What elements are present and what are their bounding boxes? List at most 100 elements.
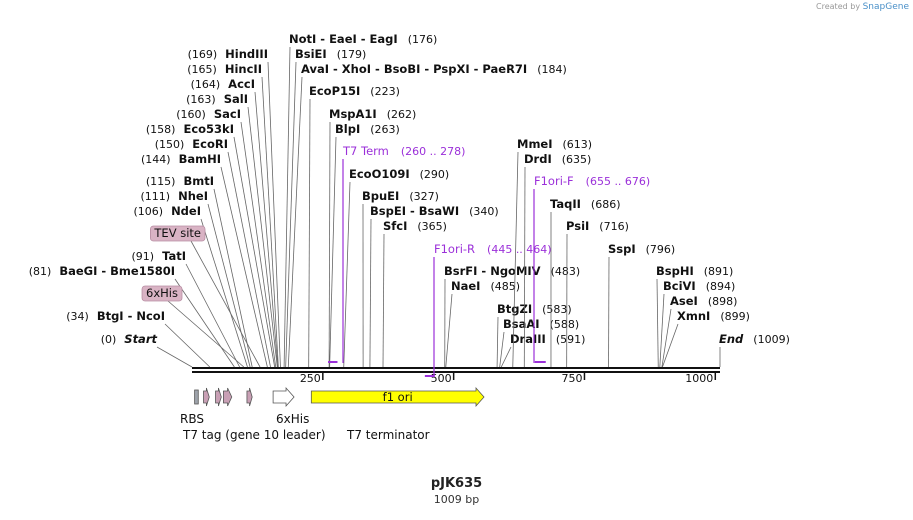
site-position-ndeI: (106) <box>133 205 163 218</box>
feature-his_a <box>216 388 222 406</box>
site-position-bciVI: (894) <box>706 280 736 293</box>
site-label-mmeI: MmeI <box>517 137 553 151</box>
site-position-baeGI: (81) <box>29 265 52 278</box>
site-label-xmnI: XmnI <box>677 309 710 323</box>
site-position-mmeI: (613) <box>563 138 593 151</box>
site-position-bsrFI: (483) <box>551 265 581 278</box>
site-label-eco53kI: Eco53kI <box>183 122 234 136</box>
site-position-avaI: (184) <box>537 63 567 76</box>
site-position-nheI: (111) <box>141 190 171 203</box>
backbone-bottom <box>192 371 720 373</box>
site-label-notI: NotI - EaeI - EagI <box>289 32 398 46</box>
site-label-bspEI: BspEI - BsaWI <box>370 204 459 218</box>
site-position-bsaAI: (588) <box>550 318 580 331</box>
primer-label-f1oriF: F1ori-F <box>534 174 574 188</box>
site-position-drdI: (635) <box>562 153 592 166</box>
site-position-start: (0) <box>101 333 117 346</box>
ruler-label: 750 <box>561 372 582 385</box>
leader-line <box>657 279 658 367</box>
site-label-taqII: TaqII <box>550 197 581 211</box>
site-label-bamHI: BamHI <box>179 152 221 166</box>
site-label-hincII: HincII <box>225 62 262 76</box>
site-position-ecoP15I: (223) <box>370 85 400 98</box>
site-label-naeI: NaeI <box>451 279 480 293</box>
site-label-bsiEI: BsiEI <box>295 47 327 61</box>
leader-line <box>497 317 498 367</box>
site-label-psiI: PsiI <box>566 219 589 233</box>
snapgene-logo: SnapGene <box>863 2 909 12</box>
leader-line <box>221 167 267 367</box>
feature-rbs <box>195 390 199 404</box>
backbone-top <box>192 367 720 369</box>
site-label-ecoRI: EcoRI <box>192 137 228 151</box>
site-position-naeI: (485) <box>490 280 520 293</box>
site-position-notI: (176) <box>408 33 438 46</box>
site-label-sspI: SspI <box>608 242 636 256</box>
ruler-label: 1000 <box>685 372 713 385</box>
site-position-ecoRI: (150) <box>155 138 185 151</box>
leader-line <box>383 234 384 367</box>
site-position-hindIII: (169) <box>188 48 218 61</box>
leader-line <box>168 301 244 367</box>
site-position-sspI: (796) <box>646 243 676 256</box>
site-position-end: (1009) <box>753 333 790 346</box>
feature-t7term_f <box>273 388 294 406</box>
plasmid-length: 1009 bp <box>0 493 913 506</box>
site-label-ndeI: NdeI <box>171 204 201 218</box>
site-label-aseI: AseI <box>670 294 698 308</box>
site-label-drdI: DrdI <box>524 152 552 166</box>
site-position-xmnI: (899) <box>720 310 750 323</box>
site-position-bspHI: (891) <box>704 265 734 278</box>
site-label-sfcI: SfcI <box>383 219 407 233</box>
site-label-bpuEI: BpuEI <box>362 189 399 203</box>
site-position-mspA1I: (262) <box>387 108 417 121</box>
feature-tag-label-his_top: 6xHis <box>146 286 178 300</box>
site-label-bciVI: BciVI <box>663 279 696 293</box>
plasmid-name: pJK635 <box>0 476 913 491</box>
site-label-tatI: TatI <box>162 249 186 263</box>
site-label-draIII: DraIII <box>510 332 546 346</box>
site-label-ecoO109I: EcoO109I <box>349 167 410 181</box>
leader-line <box>501 347 511 367</box>
leader-line <box>500 332 504 367</box>
site-label-btgI: BtgI - NcoI <box>97 309 165 323</box>
leader-line <box>157 347 192 367</box>
site-position-accI: (164) <box>191 78 221 91</box>
feature-t7tag <box>204 388 210 406</box>
site-label-bmtI: BmtI <box>183 174 214 188</box>
primer-label-f1oriR: F1ori-R <box>434 242 475 256</box>
site-position-btgZI: (583) <box>542 303 572 316</box>
leader-line <box>175 279 234 367</box>
site-position-taqII: (686) <box>591 198 621 211</box>
site-position-aseI: (898) <box>708 295 738 308</box>
site-position-tatI: (91) <box>132 250 155 263</box>
site-position-psiI: (716) <box>599 220 629 233</box>
leader-line <box>329 122 330 367</box>
leader-line <box>662 309 671 367</box>
site-position-ecoO109I: (290) <box>420 168 450 181</box>
site-label-end: End <box>719 332 744 346</box>
site-position-sacI: (160) <box>176 108 206 121</box>
site-position-btgI: (34) <box>66 310 89 323</box>
site-label-hindIII: HindIII <box>225 47 268 61</box>
site-position-draIII: (591) <box>556 333 586 346</box>
primer-range-f1oriR: (445 .. 464) <box>487 243 552 256</box>
site-position-bpuEI: (327) <box>409 190 439 203</box>
leader-line <box>344 182 350 367</box>
feature-his6 <box>247 388 252 406</box>
leader-line <box>662 324 678 367</box>
feature-label-his6: 6xHis <box>276 412 309 426</box>
feature-label-rbs: RBS <box>180 412 204 426</box>
site-position-sfcI: (365) <box>417 220 447 233</box>
site-label-nheI: NheI <box>178 189 208 203</box>
site-label-avaI: AvaI - XhoI - BsoBI - PspXI - PaeR7I <box>301 62 527 76</box>
site-label-bspHI: BspHI <box>656 264 694 278</box>
site-position-hincII: (165) <box>187 63 217 76</box>
watermark: Created by SnapGene <box>816 2 909 12</box>
watermark-prefix: Created by <box>816 2 860 11</box>
leader-line <box>165 324 210 367</box>
leader-line <box>201 219 247 367</box>
primer-label-t7term: T7 Term <box>342 144 389 158</box>
